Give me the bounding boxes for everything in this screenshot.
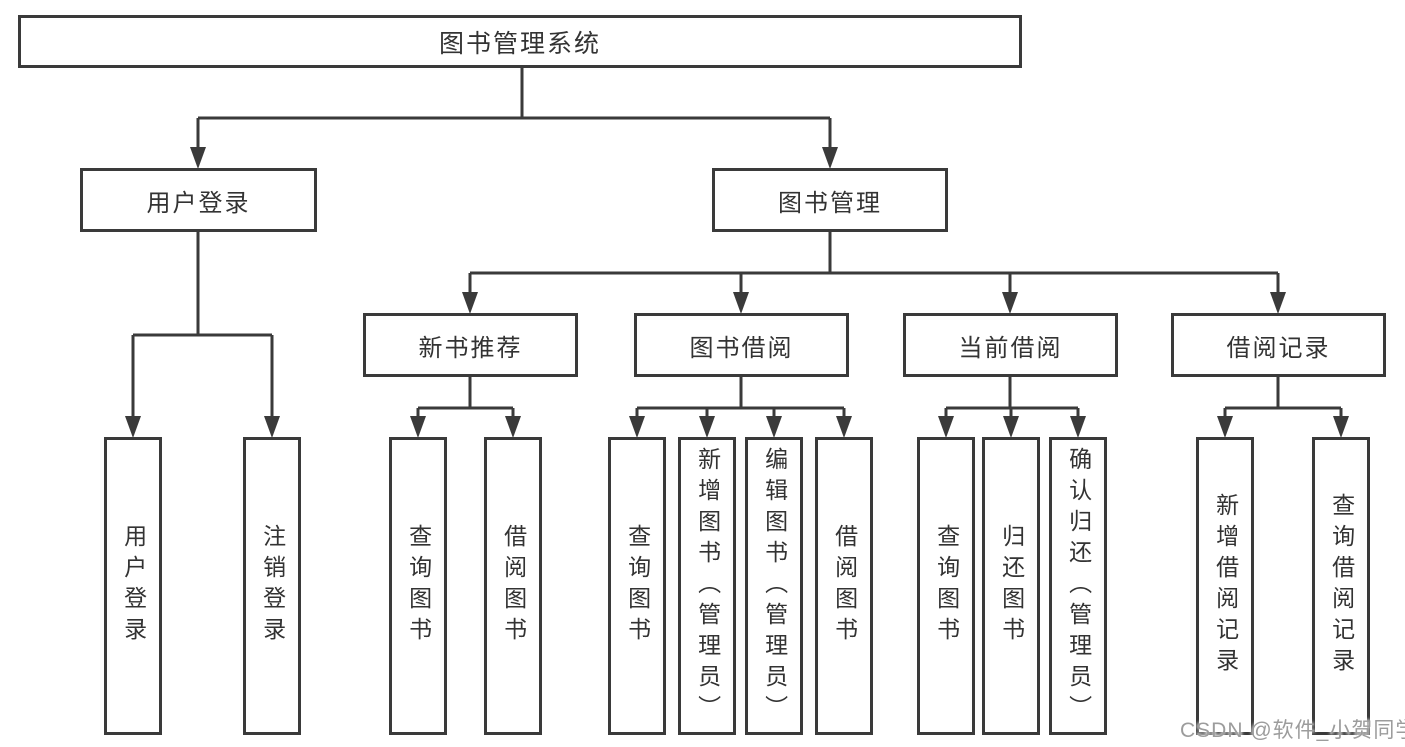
arrow-icon [766, 416, 782, 438]
connector-bookmgmt-to-level3 [468, 232, 1280, 293]
leaf-user-login: 用户登录 [104, 437, 162, 735]
node-label: 用户登录 [120, 524, 147, 648]
arrow-icon [1217, 416, 1233, 438]
leaf-logout: 注销登录 [243, 437, 301, 735]
connector-current-to-leaves [944, 377, 1080, 417]
connector-records-to-leaves [1223, 377, 1343, 417]
connector-borrow-to-leaves [635, 377, 846, 417]
arrow-icon [410, 416, 426, 438]
leaf-query-borrow-record: 查询借阅记录 [1312, 437, 1370, 735]
arrow-icon [462, 292, 478, 314]
node-label: 图书借阅 [689, 334, 794, 362]
node-label: 新增图书（管理员） [694, 446, 721, 726]
node-label: 借阅图书 [500, 524, 527, 648]
connector-userlogin-to-leaves [131, 232, 274, 417]
leaf-query-books-current: 查询图书 [917, 437, 975, 735]
connector-root-to-level2 [196, 68, 832, 148]
node-label: 查询图书 [933, 524, 960, 648]
arrow-icon [1270, 292, 1286, 314]
node-label: 当前借阅 [958, 334, 1063, 362]
node-label: 查询借阅记录 [1328, 493, 1355, 679]
node-label: 借阅图书 [831, 524, 858, 648]
node-user-login: 用户登录 [80, 168, 317, 232]
node-label: 查询图书 [624, 524, 651, 648]
node-library-system: 图书管理系统 [18, 15, 1022, 68]
arrowheads [125, 147, 1349, 438]
arrow-icon [1333, 416, 1349, 438]
arrow-icon [938, 416, 954, 438]
leaf-add-borrow-record: 新增借阅记录 [1196, 437, 1254, 735]
leaf-return-book: 归还图书 [982, 437, 1040, 735]
node-book-borrowing: 图书借阅 [634, 313, 849, 377]
node-label: 用户登录 [146, 189, 251, 217]
arrow-icon [629, 416, 645, 438]
arrow-icon [505, 416, 521, 438]
leaf-query-books-recommend: 查询图书 [389, 437, 447, 735]
arrow-icon [699, 416, 715, 438]
node-label: 确认归还（管理员） [1065, 446, 1092, 726]
node-borrowing-records: 借阅记录 [1171, 313, 1386, 377]
node-current-borrowing: 当前借阅 [903, 313, 1118, 377]
arrow-icon [1003, 416, 1019, 438]
leaf-add-book-admin: 新增图书（管理员） [678, 437, 736, 735]
node-label: 注销登录 [259, 524, 286, 648]
leaf-edit-book-admin: 编辑图书（管理员） [745, 437, 803, 735]
arrow-icon [836, 416, 852, 438]
node-label: 归还图书 [998, 524, 1025, 648]
node-new-book-recommendation: 新书推荐 [363, 313, 578, 377]
arrow-icon [1002, 292, 1018, 314]
csdn-watermark: CSDN @软件_小贺同学 [1180, 719, 1405, 742]
leaf-confirm-return-admin: 确认归还（管理员） [1049, 437, 1107, 735]
leaf-borrow-books-recommend: 借阅图书 [484, 437, 542, 735]
arrow-icon [125, 416, 141, 438]
arrow-icon [264, 416, 280, 438]
arrow-icon [190, 147, 206, 169]
connector-newbook-to-leaves [416, 377, 515, 417]
arrow-icon [733, 292, 749, 314]
node-label: 查询图书 [405, 524, 432, 648]
leaf-borrow-books: 借阅图书 [815, 437, 873, 735]
node-label: 新增借阅记录 [1212, 493, 1239, 679]
node-label: 新书推荐 [418, 334, 523, 362]
leaf-query-books-borrow: 查询图书 [608, 437, 666, 735]
node-label: 图书管理系统 [438, 29, 601, 58]
node-label: 借阅记录 [1226, 334, 1331, 362]
node-label: 图书管理 [778, 189, 882, 217]
arrow-icon [822, 147, 838, 169]
arrow-icon [1070, 416, 1086, 438]
node-book-management: 图书管理 [712, 168, 948, 232]
node-label: 编辑图书（管理员） [761, 446, 788, 726]
